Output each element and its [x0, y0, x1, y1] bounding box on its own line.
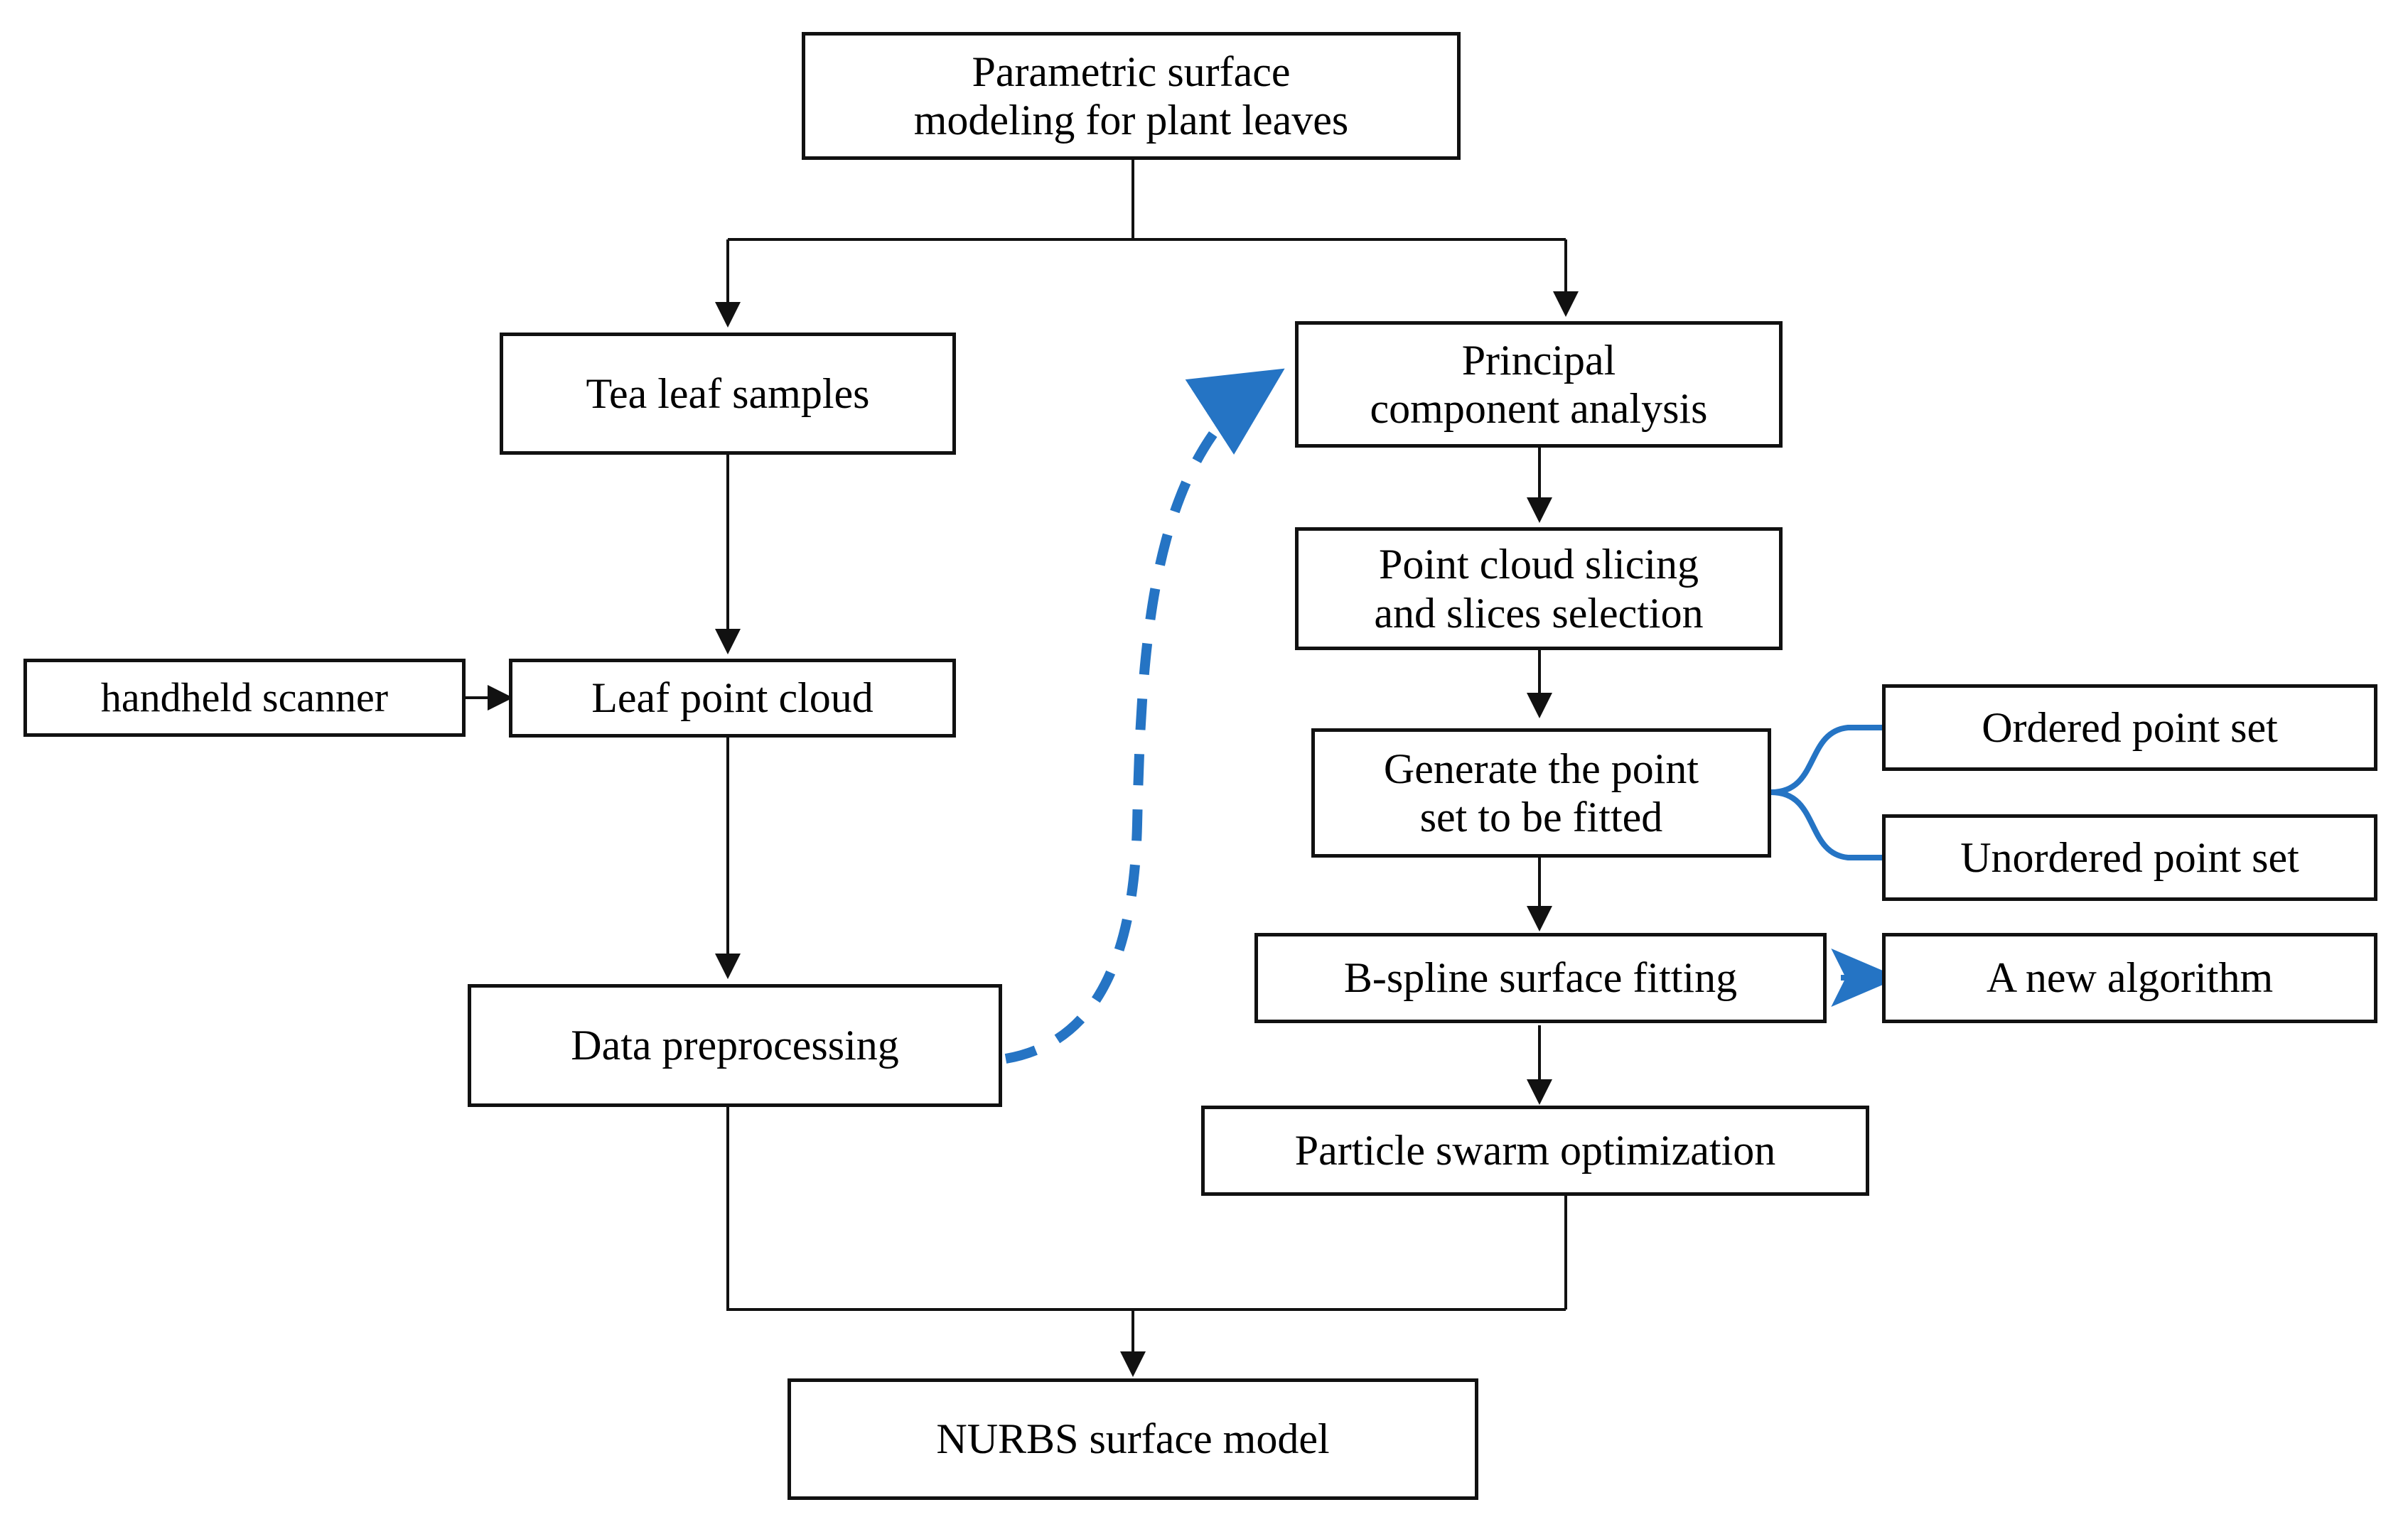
edge-generate-point-set-to-ordered-point-set — [1770, 725, 1882, 795]
node-root[interactable]: Parametric surface modeling for plant le… — [802, 32, 1461, 160]
edge-generate-point-set-to-unordered-point-set — [1770, 789, 1882, 860]
node-leaf-point-cloud[interactable]: Leaf point cloud — [509, 659, 956, 738]
node-generate-point-set[interactable]: Generate the point set to be fitted — [1311, 728, 1771, 858]
node-a-new-algorithm[interactable]: A new algorithm — [1882, 933, 2377, 1023]
node-principal-component-analysis[interactable]: Principal component analysis — [1295, 321, 1783, 448]
node-nurbs-surface-model[interactable]: NURBS surface model — [788, 1378, 1478, 1500]
node-data-preprocessing[interactable]: Data preprocessing — [468, 984, 1002, 1107]
node-unordered-point-set[interactable]: Unordered point set — [1882, 814, 2377, 901]
node-bspline-surface-fitting[interactable]: B-spline surface fitting — [1254, 933, 1827, 1023]
node-point-cloud-slicing[interactable]: Point cloud slicing and slices selection — [1295, 527, 1783, 650]
node-particle-swarm-optimization[interactable]: Particle swarm optimization — [1201, 1106, 1869, 1196]
node-handheld-scanner[interactable]: handheld scanner — [23, 659, 466, 737]
edge-data-preprocessing-to-pca-dashed — [1004, 368, 1285, 1064]
node-tea-leaf-samples[interactable]: Tea leaf samples — [500, 333, 956, 455]
node-ordered-point-set[interactable]: Ordered point set — [1882, 684, 2377, 771]
